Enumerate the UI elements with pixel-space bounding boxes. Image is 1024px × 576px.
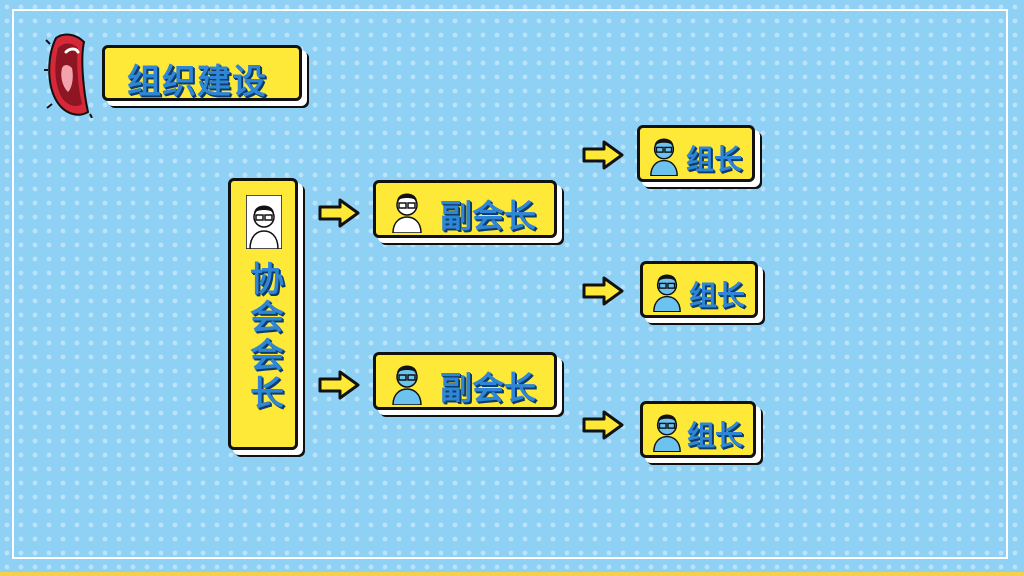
man-with-glasses-avatar-icon: [392, 365, 422, 405]
man-with-glasses-avatar-icon: [650, 138, 678, 176]
page-title: 组织建设: [127, 62, 267, 102]
vice-president-label: 副会长: [440, 197, 537, 235]
group-leader-card: 组长: [640, 261, 758, 318]
arrow-right-icon: [318, 370, 360, 400]
man-with-glasses-avatar-icon: [392, 193, 422, 233]
group-leader-card: 组长: [640, 401, 756, 458]
man-with-glasses-avatar-icon: [653, 414, 681, 452]
arrow-right-icon: [582, 410, 624, 440]
lips-icon: [44, 33, 93, 118]
man-with-glasses-avatar-icon: [246, 195, 282, 249]
title-card: 组织建设: [102, 45, 302, 102]
arrow-right-icon: [318, 198, 360, 228]
president-label: 协会会长: [250, 260, 284, 414]
arrow-right-icon: [582, 276, 624, 306]
slide-frame: [12, 9, 1008, 559]
group-leader-label: 组长: [686, 143, 743, 176]
vice-president-label: 副会长: [440, 369, 537, 407]
man-with-glasses-avatar-icon: [653, 274, 681, 312]
vice-president-card: 副会长: [373, 352, 557, 410]
vice-president-card: 副会长: [373, 180, 557, 238]
president-card: 协会会长: [228, 178, 298, 450]
group-leader-label: 组长: [687, 419, 744, 452]
group-leader-label: 组长: [689, 279, 746, 312]
group-leader-card: 组长: [637, 125, 755, 182]
arrow-right-icon: [582, 140, 624, 170]
bottom-strip: [0, 572, 1024, 576]
